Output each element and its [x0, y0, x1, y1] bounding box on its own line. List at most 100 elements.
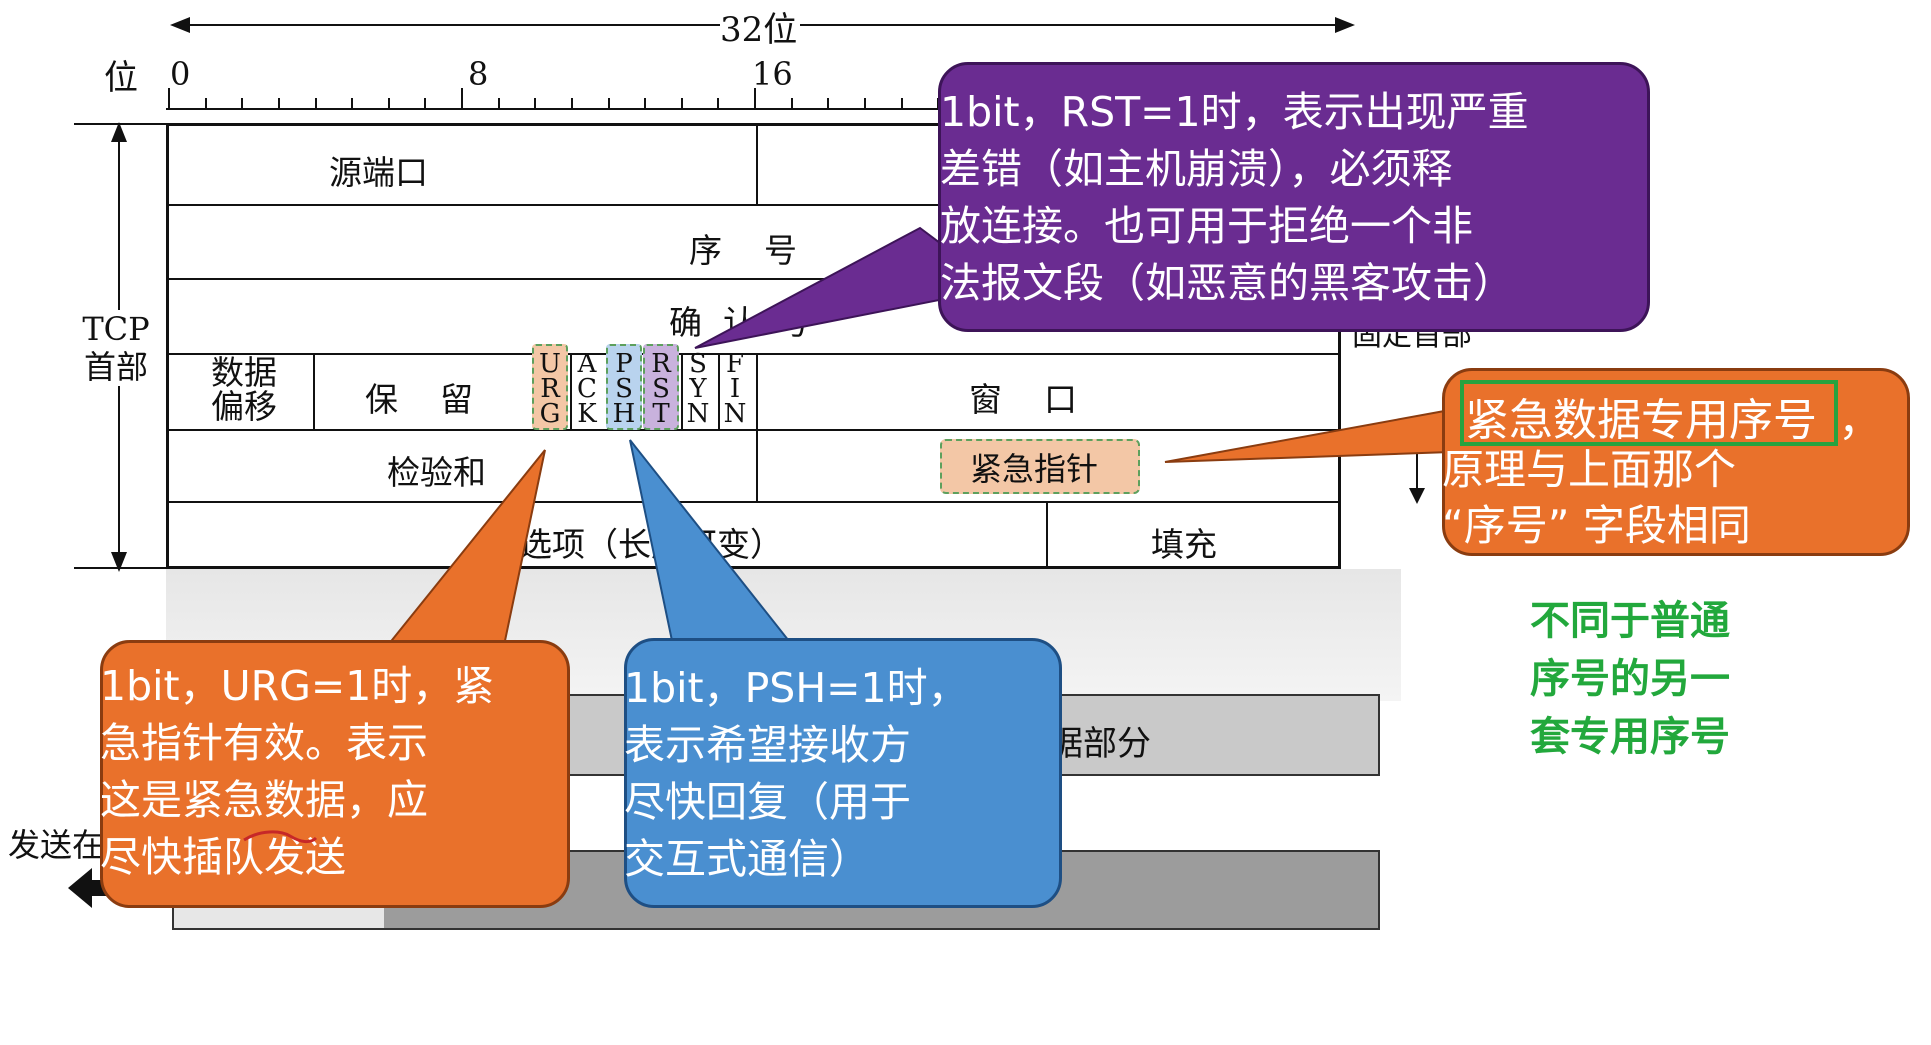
ports-divider — [756, 126, 758, 206]
urgent-seq-comma: ， — [1838, 395, 1882, 446]
ruler-tick — [534, 98, 537, 108]
flag-div-2 — [570, 355, 572, 431]
bracket-down-icon — [111, 552, 127, 572]
mark-8: 8 — [468, 55, 489, 93]
psh-callout-line: 尽快回复（用于 — [624, 778, 911, 826]
bracket-up-icon — [111, 122, 127, 142]
handwritten-underline-icon — [243, 830, 318, 844]
urg-callout-line: 这是紧急数据，应 — [100, 776, 428, 824]
top-guide — [74, 123, 166, 125]
flag-ack: A C K — [577, 349, 597, 429]
flag-fin: F I N — [723, 349, 747, 429]
urgent-pointer-label: 紧急指针 — [970, 450, 1099, 488]
offset-divider — [313, 355, 315, 431]
urgent-seq-callout-line: 原理与上面那个 — [1442, 445, 1737, 494]
ruler-tick — [570, 98, 573, 108]
send-label: 发送在 — [8, 826, 105, 864]
mark-16: 16 — [752, 55, 793, 93]
ruler-tick — [168, 88, 170, 108]
field-window: 窗 口 — [969, 380, 1077, 419]
psh-callout-line: 交互式通信） — [624, 835, 870, 883]
green-note-line: 序号的另一 — [1530, 656, 1730, 702]
urg-callout — [100, 640, 570, 908]
bit-label: 位 — [104, 58, 138, 98]
urg-callout-line: 急指针有效。表示 — [100, 719, 428, 767]
flag-urg: U R G — [539, 349, 561, 429]
rst-callout-line: 放连接。也可用于拒绝一个非 — [940, 202, 1473, 250]
ruler-tick — [497, 98, 500, 108]
urgent-pointer-box — [940, 439, 1140, 494]
ruler-tick — [827, 98, 830, 108]
rst-callout-text: 1bit，RST=1时，表示出现严重差错（如主机崩溃），必须释放连接。也可用于拒… — [940, 84, 1650, 312]
arrow-right-icon — [1335, 17, 1355, 33]
psh-callout-line: 1bit，PSH=1时， — [624, 664, 969, 712]
bottom-guide — [74, 567, 166, 569]
ruler-baseline — [166, 108, 1341, 110]
urg-callout-text: 1bit，URG=1时，紧急指针有效。表示这是紧急数据，应尽快插队发送 — [100, 658, 570, 886]
flag-box-psh — [606, 344, 642, 430]
width-arrow-line-right — [800, 24, 1340, 26]
field-checksum: 检验和 — [387, 453, 486, 492]
ruler-tick — [607, 98, 610, 108]
ruler-tick — [644, 98, 647, 108]
urg-callout-line: 尽快插队发送 — [100, 833, 346, 881]
row-seq — [169, 206, 1338, 280]
ruler-tick — [900, 98, 903, 108]
rst-callout-line: 法报文段（如恶意的黑客攻击） — [940, 259, 1514, 307]
urgent-seq-highlight: 紧急数据专用序号 — [1465, 395, 1817, 446]
padding-divider — [1046, 503, 1048, 572]
rst-callout-line: 1bit，RST=1时，表示出现严重 — [940, 88, 1529, 136]
psh-callout — [624, 638, 1062, 908]
ruler-tick — [204, 98, 207, 108]
ruler-tick — [241, 98, 244, 108]
arrow-left-icon — [170, 17, 190, 33]
field-reserved: 保 留 — [365, 380, 473, 419]
field-src-port: 源端口 — [329, 153, 428, 192]
flag-syn: S Y N — [686, 349, 710, 429]
flag-div-6 — [718, 355, 720, 431]
flag-psh: P S H — [612, 349, 636, 429]
ruler-tick — [351, 98, 354, 108]
width-label: 32位 — [720, 10, 798, 50]
row-flags — [169, 355, 1338, 431]
field-data-offset: 数据 偏移 — [211, 353, 277, 426]
green-note: 不同于普通序号的另一套专用序号 — [1530, 592, 1730, 766]
psh-callout-text: 1bit，PSH=1时， 表示希望接收方尽快回复（用于交互式通信） — [624, 660, 1062, 888]
ruler-tick — [790, 98, 793, 108]
green-note-line: 套专用序号 — [1530, 714, 1730, 760]
psh-callout-line: 表示希望接收方 — [624, 721, 911, 769]
send-arrow-icon — [68, 868, 118, 908]
ruler-tick — [717, 98, 720, 108]
ruler-tick — [277, 98, 280, 108]
ruler-tick — [314, 98, 317, 108]
ruler-tick — [754, 88, 756, 108]
ruler-tick — [387, 98, 390, 108]
rst-callout-line: 差错（如主机崩溃），必须释 — [940, 145, 1453, 193]
urgent-seq-callout-line: “序号” 字段相同 — [1442, 501, 1751, 550]
ruler-tick — [863, 98, 866, 108]
urg-callout-line: 1bit，URG=1时，紧 — [100, 662, 495, 710]
urgent-seq-callout — [1442, 368, 1910, 556]
green-note-line: 不同于普通 — [1530, 598, 1730, 644]
fixed-header-bracket — [1416, 420, 1418, 498]
ruler-tick — [424, 98, 427, 108]
flag-box-rst — [643, 344, 679, 430]
width-arrow-line-left — [178, 24, 720, 26]
window-divider — [756, 355, 758, 503]
row-ack — [169, 280, 1338, 355]
field-seq: 序 号 — [689, 231, 797, 270]
flag-div-5 — [681, 355, 683, 431]
mark-0: 0 — [170, 55, 191, 93]
urgent-seq-highlight-box — [1460, 380, 1838, 446]
ruler-tick — [680, 98, 683, 108]
flag-rst: R S T — [651, 349, 671, 429]
row-checksum — [169, 431, 1338, 503]
ruler-tick — [461, 88, 463, 108]
flag-box-urg — [532, 344, 568, 430]
urgent-seq-text: 原理与上面那个 “序号” 字段相同 — [1442, 442, 1910, 554]
fixed-down-icon — [1409, 488, 1425, 504]
tcp-label: TCP 首部 — [76, 310, 156, 386]
field-padding: 填充 — [1151, 525, 1217, 564]
rst-callout — [938, 62, 1650, 332]
